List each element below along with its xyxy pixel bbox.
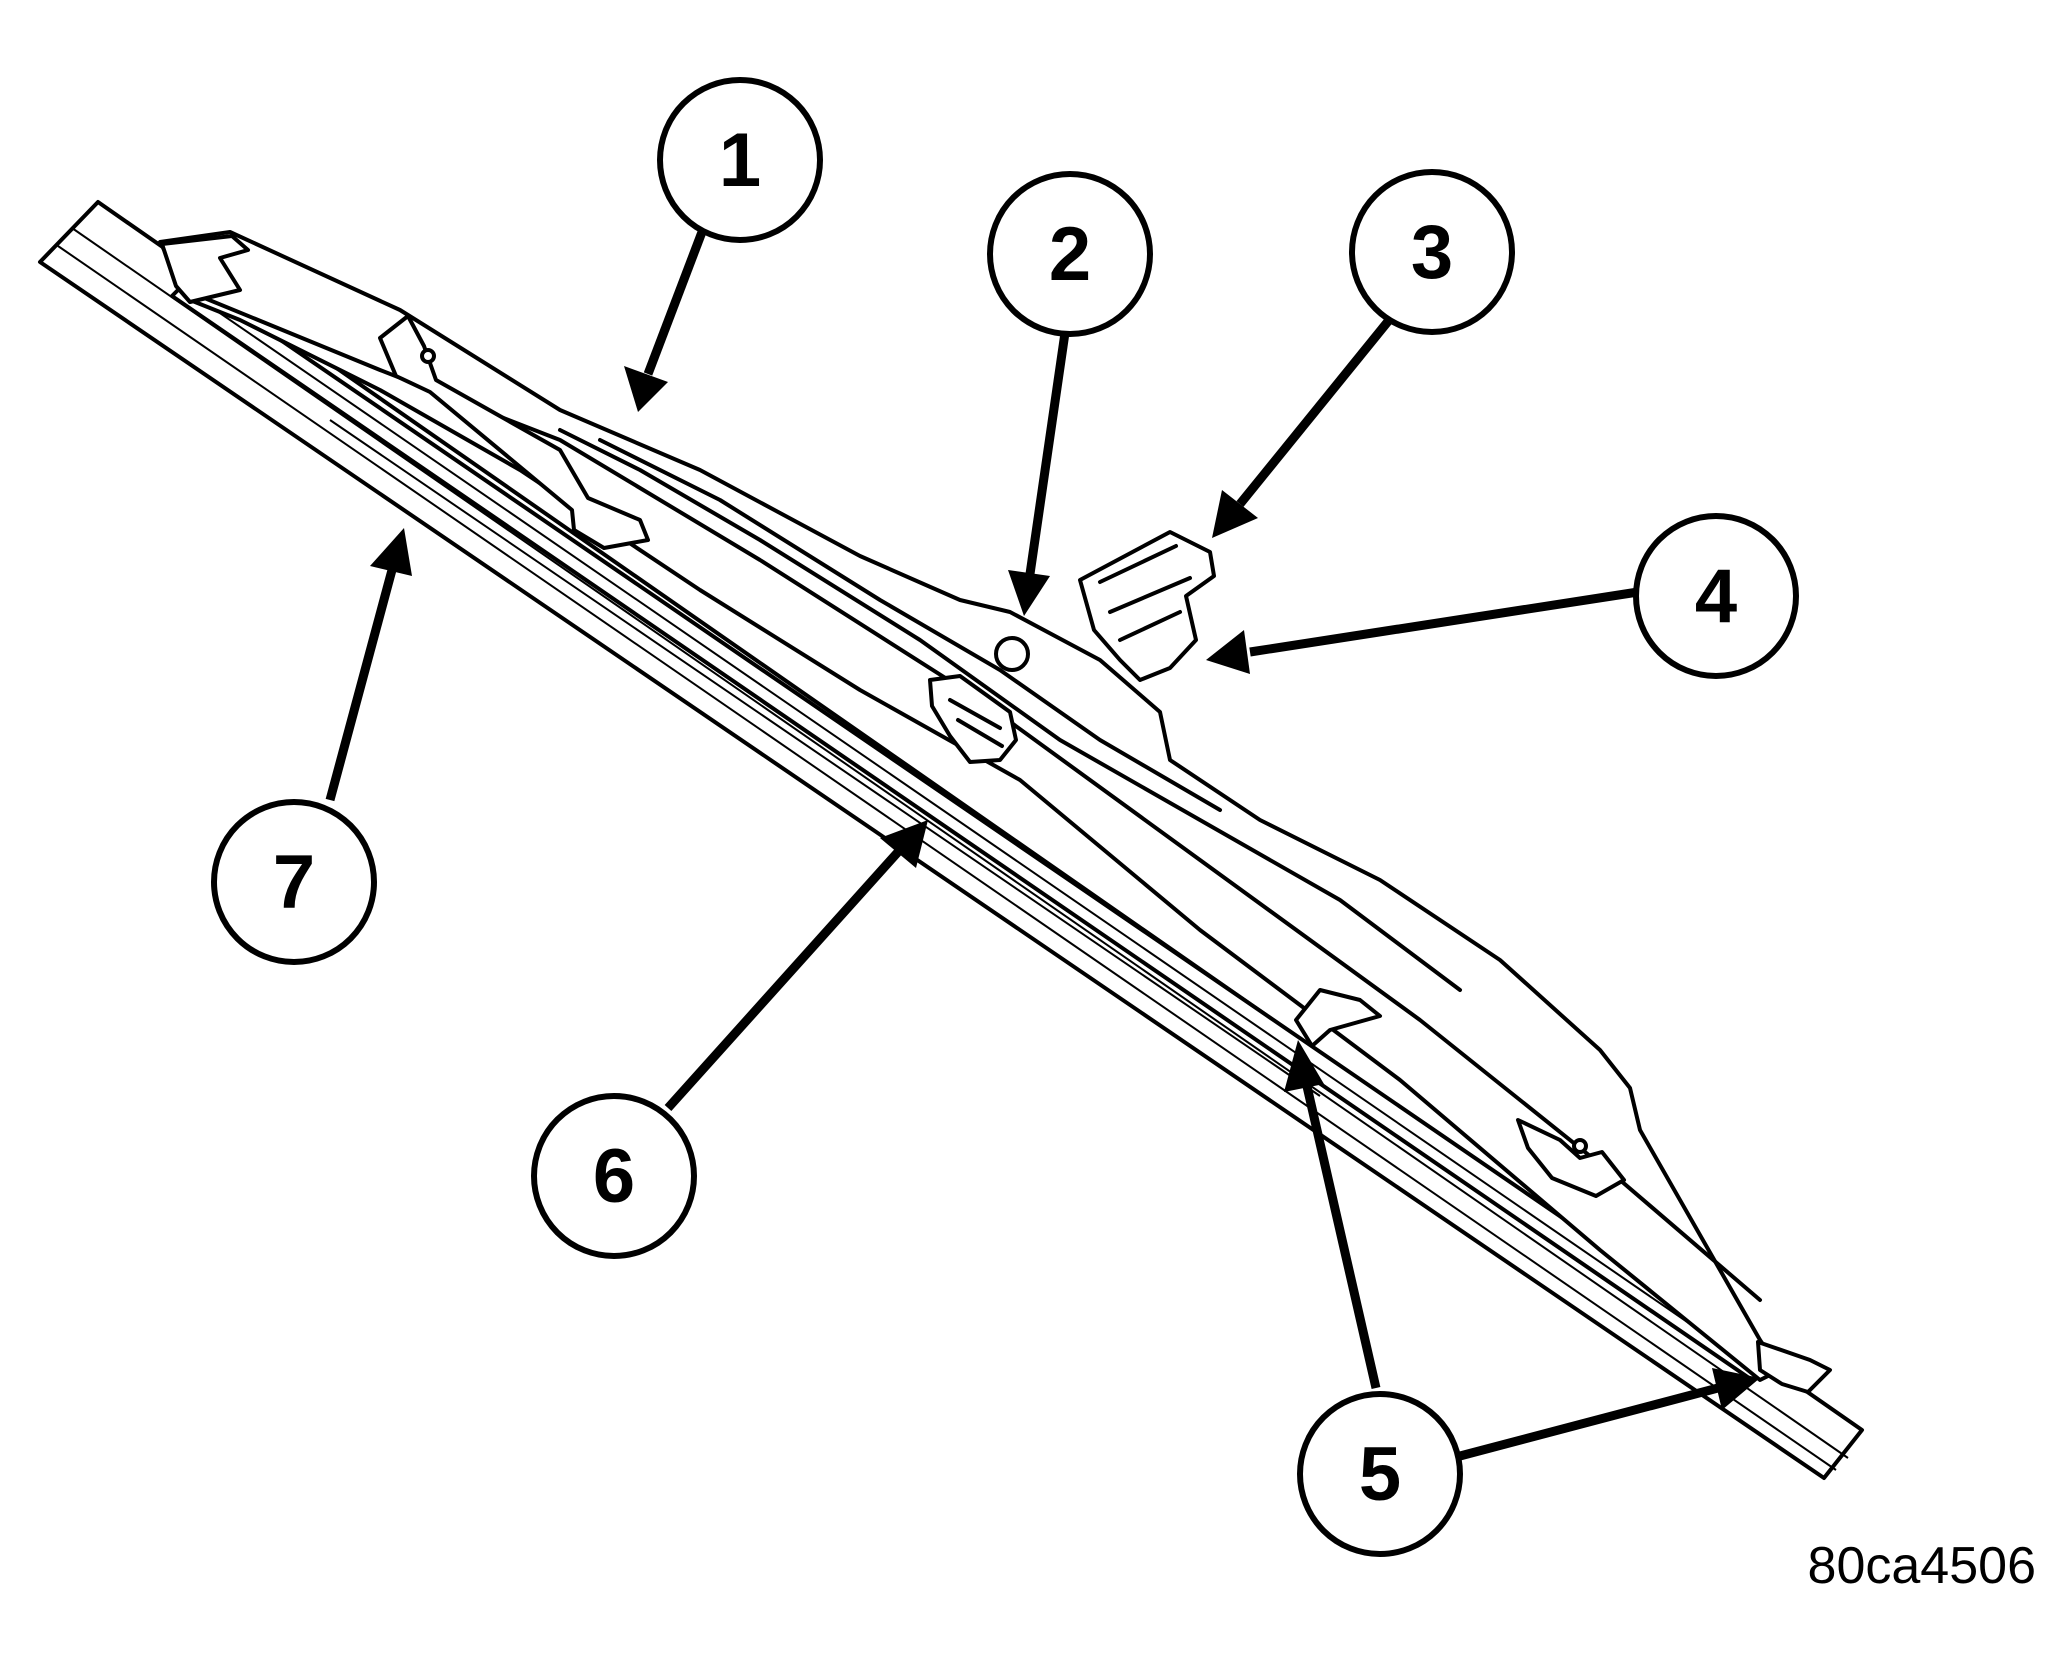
arrow-callout-7 <box>325 568 397 802</box>
center-adapter <box>1078 530 1216 682</box>
arrow-callout-2 <box>1025 325 1071 575</box>
arrow-callout-5b <box>1458 1383 1720 1461</box>
pivot-rivet <box>994 636 1030 672</box>
right-end-cap <box>1756 1340 1832 1394</box>
callout-1: 1 <box>657 77 823 243</box>
callout-2: 2 <box>987 171 1153 337</box>
right-end-claw <box>1516 1118 1626 1198</box>
svg-text:6: 6 <box>593 1134 635 1219</box>
leader-arrows <box>325 230 1760 1461</box>
svg-text:5: 5 <box>1359 1432 1401 1517</box>
callout-5: 5 <box>1297 1391 1463 1557</box>
arrow-callout-5a <box>1301 1080 1381 1390</box>
arrow-callout-1 <box>643 230 707 376</box>
svg-text:4: 4 <box>1695 554 1737 639</box>
figure-id-label: 80ca4506 <box>1807 1537 2036 1595</box>
arrow-callout-4 <box>1249 587 1639 657</box>
right-yoke-claw <box>1294 988 1382 1048</box>
wiper-blade <box>38 200 1864 1480</box>
callout-7: 7 <box>211 799 377 965</box>
arrow-callout-6 <box>664 848 902 1112</box>
left-end-cap <box>160 234 250 304</box>
arrow-callout-3 <box>1236 311 1398 507</box>
svg-text:1: 1 <box>719 118 761 203</box>
svg-text:3: 3 <box>1411 210 1453 295</box>
callout-6: 6 <box>531 1093 697 1259</box>
svg-text:2: 2 <box>1049 212 1091 297</box>
callout-3: 3 <box>1349 169 1515 335</box>
callout-4: 4 <box>1633 513 1799 679</box>
svg-text:7: 7 <box>273 840 315 925</box>
